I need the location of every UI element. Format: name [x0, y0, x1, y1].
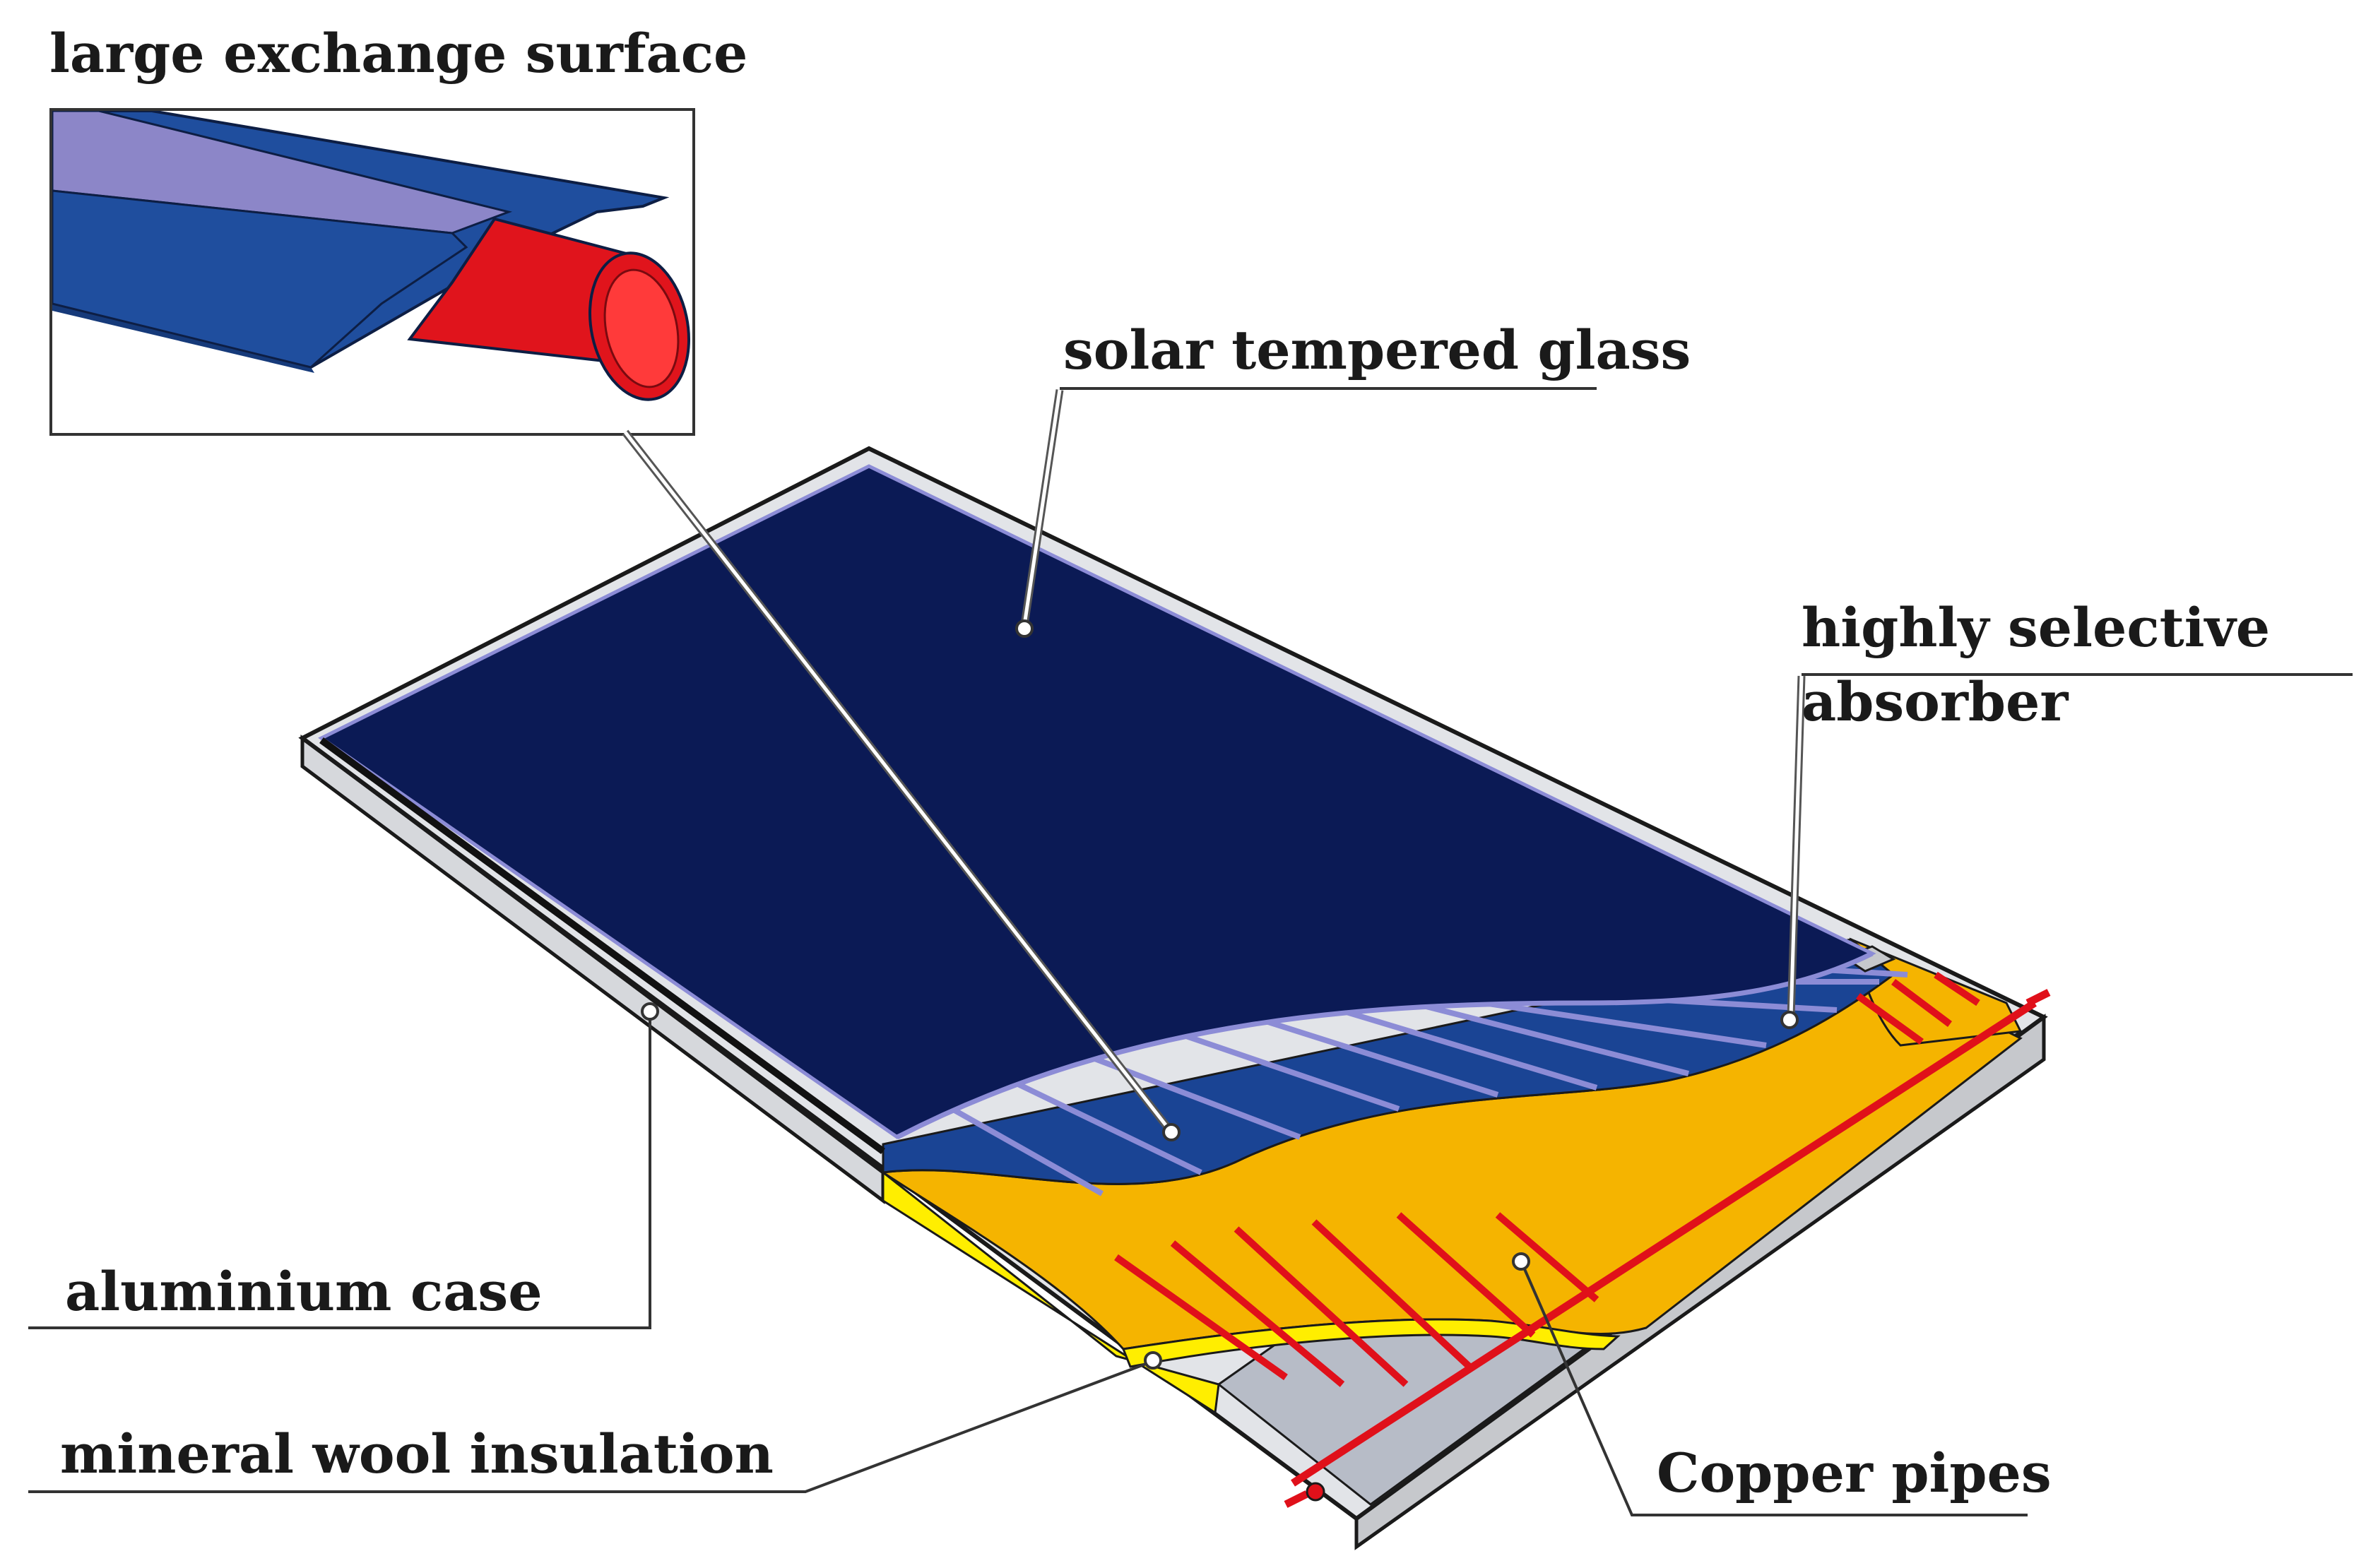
leader-lines — [28, 387, 2353, 1516]
label-exchange-surface: large exchange surface — [49, 22, 747, 85]
label-aluminium-case: aluminium case — [65, 1260, 543, 1323]
exchange-surface-inset — [49, 108, 695, 436]
insulation-marker — [1144, 1351, 1162, 1370]
label-solar-tempered-glass: solar tempered glass — [1063, 319, 1691, 381]
copper-pipes — [1114, 971, 2051, 1508]
label-absorber-line1: highly selective — [1802, 596, 2270, 659]
label-absorber-line2: absorber — [1802, 670, 2069, 733]
exchange-surface-marker — [1162, 1123, 1181, 1141]
label-copper-pipes: Copper pipes — [1657, 1442, 2052, 1504]
glass-marker — [1015, 619, 1034, 638]
absorber-marker — [1780, 1011, 1799, 1029]
pipes-marker — [1512, 1252, 1530, 1271]
collector-panel — [298, 446, 2051, 1550]
label-mineral-wool-insulation: mineral wool insulation — [60, 1423, 774, 1485]
case-marker — [641, 1002, 659, 1021]
